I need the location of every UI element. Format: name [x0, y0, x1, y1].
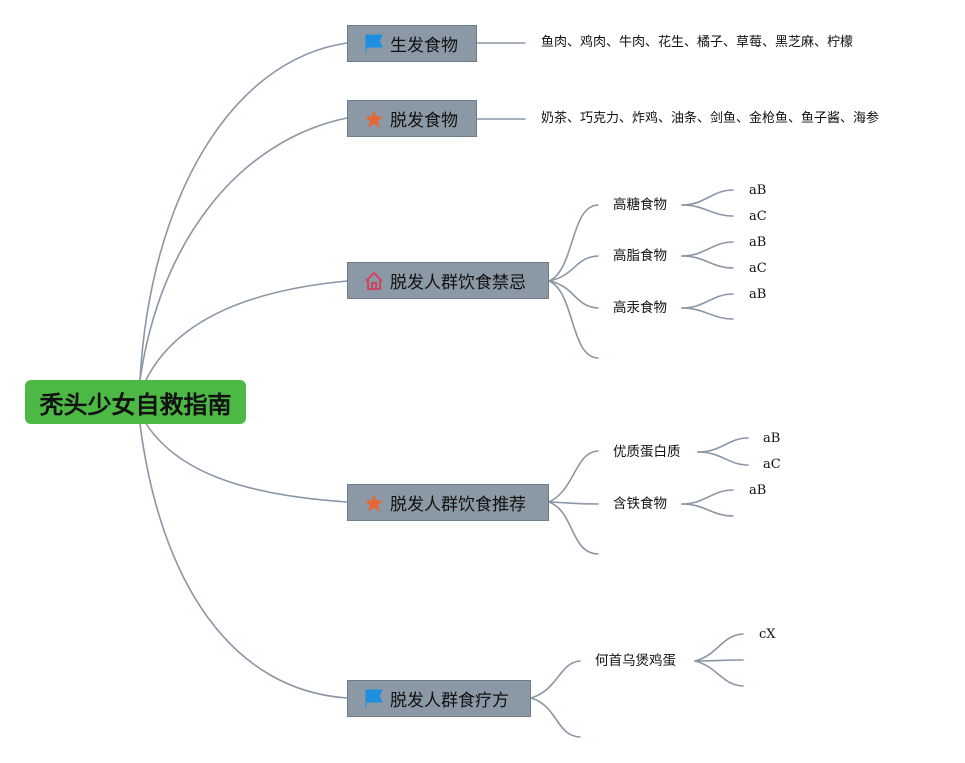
edge-b3c2-g2	[681, 255, 734, 269]
edge-root-branch-5	[139, 423, 348, 699]
edge-b5c1-g1	[694, 633, 744, 662]
edge-b3-child-2	[548, 255, 599, 282]
edge-b3c3-g2	[681, 307, 734, 320]
branch-node-diet-therapy[interactable]: 脱发人群食疗方	[347, 680, 531, 717]
branch-label: 生发食物	[390, 36, 458, 56]
edge-b4-child-2	[548, 501, 599, 505]
orange-star-icon	[364, 493, 384, 512]
branch-node-hair-loss-foods[interactable]: 脱发食物	[347, 100, 477, 137]
edge-b4c2-g2	[681, 503, 734, 517]
branch-node-diet-recommendations[interactable]: 脱发人群饮食推荐	[347, 484, 549, 521]
edge-b3c1-g1	[681, 189, 734, 206]
leaf-item[interactable]: aB	[749, 235, 767, 250]
edge-b5-child-1	[530, 660, 581, 699]
branch-label: 脱发食物	[390, 111, 458, 131]
orange-star-icon	[364, 109, 384, 128]
branch-node-diet-taboos[interactable]: 脱发人群饮食禁忌	[347, 262, 549, 299]
edge-b5-child-2	[530, 697, 581, 738]
subtopic-heshouwu-egg[interactable]: 何首乌煲鸡蛋	[595, 653, 676, 669]
connector-lines	[139, 42, 749, 738]
leaf-item[interactable]: aC	[749, 261, 767, 276]
edge-root-branch-3	[144, 280, 348, 383]
leaf-item[interactable]: aB	[749, 287, 767, 302]
leaf-item[interactable]: aB	[763, 431, 781, 446]
edge-b3-child-4	[548, 280, 599, 359]
edge-b5c1-g3	[694, 660, 744, 687]
edge-b3c2-g1	[681, 241, 734, 257]
leaf-item[interactable]: aC	[749, 209, 767, 224]
blue-flag-icon	[365, 34, 383, 53]
leaf-item[interactable]: aB	[749, 183, 767, 198]
leaf-item[interactable]: aB	[749, 483, 767, 498]
branch-1-detail-text: 鱼肉、鸡肉、牛肉、花生、橘子、草莓、黑芝麻、柠檬	[541, 35, 854, 50]
branch-label: 脱发人群食疗方	[390, 691, 509, 711]
edge-b3-child-1	[548, 204, 599, 282]
leaf-item[interactable]: cX	[759, 627, 776, 642]
branch-label: 脱发人群饮食禁忌	[390, 273, 526, 293]
edge-b4-child-3	[548, 501, 599, 555]
edge-b4c1-g1	[697, 437, 749, 453]
edge-root-branch-2	[139, 117, 348, 381]
edge-b3c3-g1	[681, 293, 734, 309]
edge-root-branch-1	[139, 42, 348, 381]
branch-2-detail-text: 奶茶、巧克力、炸鸡、油条、剑鱼、金枪鱼、鱼子酱、海参	[541, 111, 880, 126]
branch-label: 脱发人群饮食推荐	[390, 495, 526, 515]
subtopic-high-fat[interactable]: 高脂食物	[613, 248, 667, 264]
edge-b4c2-g1	[681, 489, 734, 505]
leaf-item[interactable]: aC	[763, 457, 781, 472]
root-node[interactable]: 秃头少女自救指南	[25, 380, 246, 424]
root-label: 秃头少女自救指南	[39, 390, 232, 419]
subtopic-quality-protein[interactable]: 优质蛋白质	[613, 444, 681, 460]
branch-node-hair-growth-foods[interactable]: 生发食物	[347, 25, 477, 62]
edge-b4c1-g2	[697, 451, 749, 466]
edge-b3c1-g2	[681, 204, 734, 217]
edge-b3-child-3	[548, 280, 599, 309]
edge-b4-child-1	[548, 450, 599, 503]
subtopic-high-sugar[interactable]: 高糖食物	[613, 197, 667, 213]
subtopic-iron-foods[interactable]: 含铁食物	[613, 496, 667, 512]
edge-b5c1-g2	[694, 659, 744, 662]
edge-root-branch-4	[144, 421, 348, 503]
blue-flag-icon	[365, 689, 383, 708]
red-home-icon	[365, 271, 383, 290]
subtopic-high-mercury[interactable]: 高汞食物	[613, 300, 667, 316]
